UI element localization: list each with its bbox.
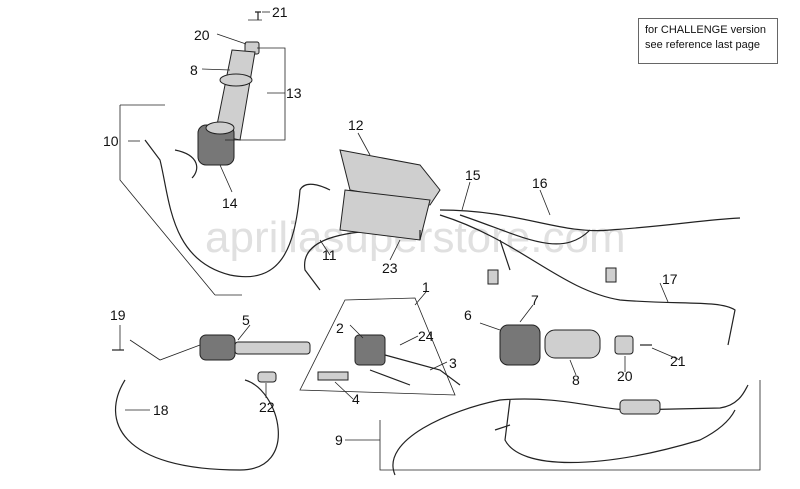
callout-17: 17 (662, 271, 678, 287)
callout-3: 3 (449, 355, 457, 371)
callout-16: 16 (532, 175, 548, 191)
callout-5: 5 (242, 312, 250, 328)
leader-lines (119, 11, 681, 441)
callout-7: 7 (531, 292, 539, 308)
callout-21-top: 21 (272, 4, 288, 20)
note-line-1: for CHALLENGE version (645, 24, 767, 36)
right-grip-assembly (499, 324, 652, 366)
throttle-assembly (112, 334, 311, 471)
upper-cables (144, 139, 741, 346)
callout-1: 1 (422, 279, 430, 295)
callout-22: 22 (259, 399, 275, 415)
challenge-version-note: for CHALLENGE version see reference last… (638, 18, 778, 64)
callout-2: 2 (336, 320, 344, 336)
callout-14: 13 (286, 85, 302, 101)
callout-15: 15 (465, 167, 481, 183)
note-line-2: see reference last page (645, 39, 760, 51)
callout-20-bottom: 20 (617, 368, 633, 384)
callout-13: 14 (222, 195, 238, 211)
callout-10: 10 (103, 133, 119, 149)
left-grip-assembly (119, 11, 286, 296)
callout-8-bottom: 8 (572, 372, 580, 388)
callout-21-bottom: 21 (670, 353, 686, 369)
callout-11: 11 (322, 247, 337, 263)
lower-cables (379, 380, 761, 476)
lever-assembly (299, 297, 461, 396)
callout-12: 12 (348, 117, 364, 133)
callout-9: 9 (335, 432, 343, 448)
callout-19: 19 (110, 307, 126, 323)
callout-24: 24 (418, 328, 434, 344)
callout-23: 23 (382, 260, 398, 276)
callout-18: 18 (153, 402, 169, 418)
callout-6: 6 (464, 307, 472, 323)
callout-20-top: 20 (194, 27, 210, 43)
callout-4: 4 (352, 391, 360, 407)
callout-8-top: 8 (190, 62, 198, 78)
